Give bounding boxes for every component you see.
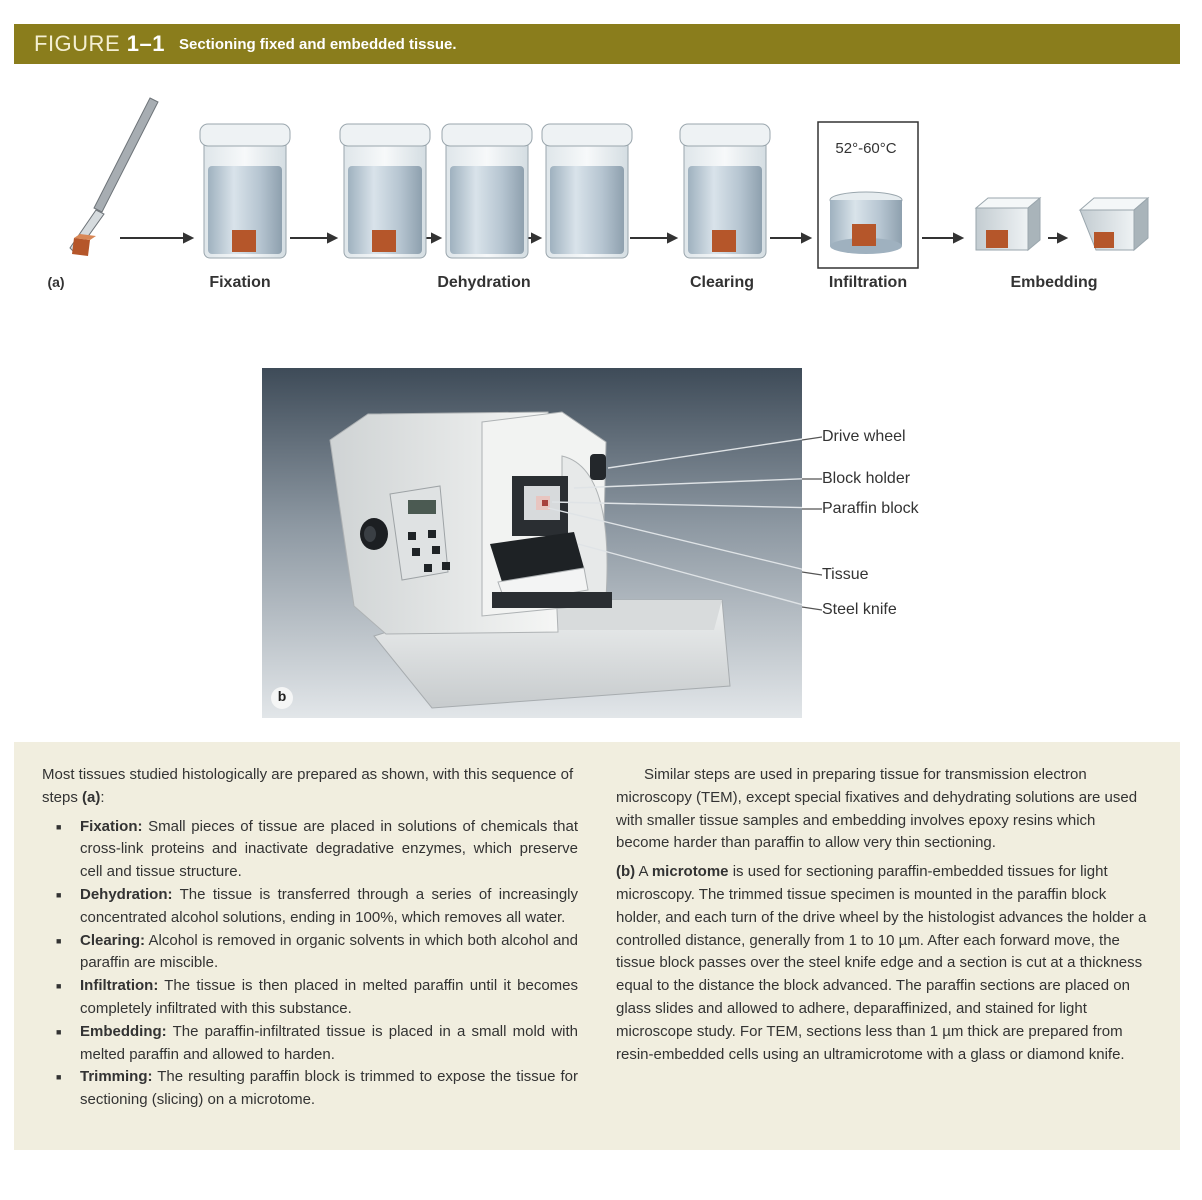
figure-caption: Most tissues studied histologically are … <box>14 742 1180 1150</box>
list-item: Fixation: Small pieces of tissue are pla… <box>56 816 578 884</box>
panel-b-label: b <box>277 688 287 704</box>
dehydration-jar-1-icon <box>339 123 431 259</box>
embedding-block-2-icon <box>1078 196 1150 252</box>
clearing-jar-icon <box>679 123 771 259</box>
microtome-illustration <box>262 368 823 718</box>
list-item: Dehydration: The tissue is transferred t… <box>56 884 578 930</box>
callout-tissue: Tissue <box>822 566 869 583</box>
infiltration-oven-icon <box>817 121 919 269</box>
step-label-dehydration: Dehydration <box>437 274 531 291</box>
panel-a-label: (a) <box>47 274 65 290</box>
panel-a-process-diagram: (a) Fixation Dehydration Clearing Infilt… <box>0 70 1202 310</box>
callout-drive-wheel: Drive wheel <box>822 428 906 445</box>
process-arrows <box>120 232 1069 244</box>
step-label-fixation: Fixation <box>209 274 271 291</box>
callout-steel-knife: Steel knife <box>822 601 897 618</box>
scalpel-icon <box>69 97 159 256</box>
callout-line-extensions <box>802 436 822 611</box>
caption-left-column: Most tissues studied histologically are … <box>42 764 578 1112</box>
caption-right-column: Similar steps are used in preparing tiss… <box>616 764 1152 1066</box>
step-list: Fixation: Small pieces of tissue are pla… <box>42 816 578 1112</box>
fixation-jar-icon <box>199 123 291 259</box>
figure-banner: FIGURE 1–1 Sectioning fixed and embedded… <box>14 24 1180 64</box>
callout-lines <box>547 435 823 611</box>
list-item: Trimming: The resulting paraffin block i… <box>56 1066 578 1112</box>
list-item: Infiltration: The tissue is then placed … <box>56 975 578 1021</box>
callout-block-holder: Block holder <box>822 470 911 487</box>
step-label-embedding: Embedding <box>1010 274 1098 291</box>
figure-number: FIGURE 1–1 <box>34 31 165 56</box>
callout-paraffin-block: Paraffin block <box>822 500 919 517</box>
figure-title: Sectioning fixed and embedded tissue. <box>178 35 457 53</box>
caption-intro: Most tissues studied histologically are … <box>42 766 574 806</box>
infiltration-temperature: 52°-60°C <box>835 140 897 157</box>
caption-microtome-paragraph: (b) A microtome is used for sectioning p… <box>616 863 1147 1063</box>
step-label-clearing: Clearing <box>689 274 755 291</box>
list-item: Embedding: The paraffin-infiltrated tiss… <box>56 1021 578 1067</box>
process-illustration <box>69 97 1150 269</box>
panel-b-microtome-photo: b <box>262 368 823 718</box>
dehydration-jar-2-icon <box>441 123 533 259</box>
dehydration-jar-3-icon <box>541 123 633 259</box>
embedding-block-1-icon <box>974 196 1042 252</box>
step-label-infiltration: Infiltration <box>828 274 908 291</box>
caption-tem-paragraph: Similar steps are used in preparing tiss… <box>616 766 1138 852</box>
list-item: Clearing: Alcohol is removed in organic … <box>56 930 578 976</box>
